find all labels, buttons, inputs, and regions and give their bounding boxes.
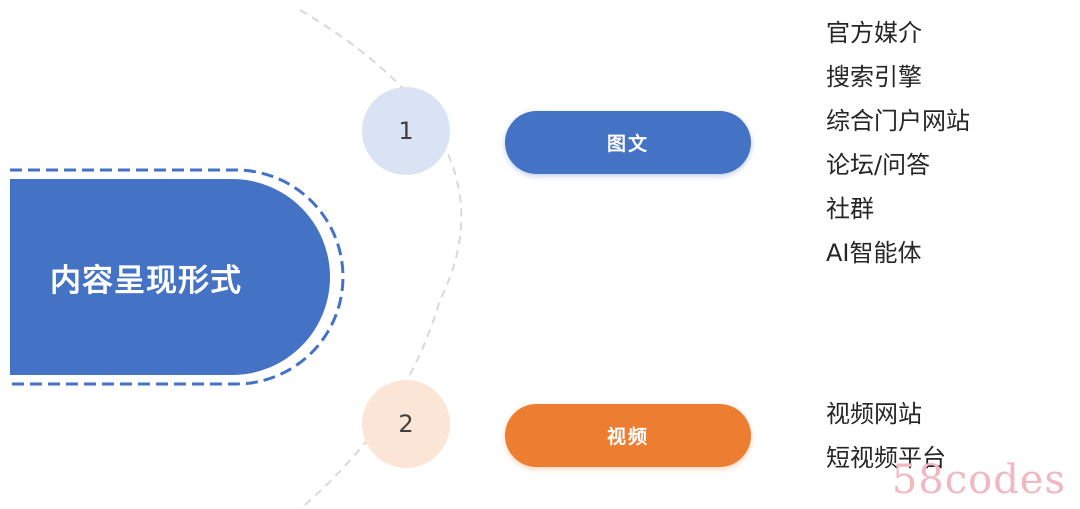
main-topic-title: 内容呈现形式	[50, 262, 242, 299]
list-item: 官方媒介	[826, 19, 922, 47]
branch-number-1: 1	[398, 117, 414, 145]
watermark-text: 58codes	[891, 457, 1066, 503]
list-item: AI智能体	[826, 239, 922, 267]
branch-label-pill-2: 视频	[505, 404, 751, 467]
branch-items-list-1: 官方媒介 搜索引擎 综合门户网站 论坛/问答 社群 AI智能体	[826, 11, 970, 275]
branch-number-circle-2: 2	[362, 380, 450, 468]
branch-label-2: 视频	[606, 426, 649, 448]
branch-label-1: 图文	[606, 133, 649, 155]
list-item: 搜索引擎	[826, 63, 922, 91]
main-topic-shape: 内容呈现形式	[10, 179, 330, 375]
list-item: 社群	[826, 195, 874, 223]
branch-number-2: 2	[398, 410, 414, 438]
list-item: 视频网站	[826, 400, 922, 428]
list-item: 短视频平台	[826, 444, 946, 472]
list-item: 论坛/问答	[826, 151, 931, 179]
list-item: 综合门户网站	[826, 107, 970, 135]
branch-items-list-2: 视频网站 短视频平台	[826, 392, 946, 480]
branch-label-pill-1: 图文	[505, 111, 751, 174]
branch-number-circle-1: 1	[362, 87, 450, 175]
